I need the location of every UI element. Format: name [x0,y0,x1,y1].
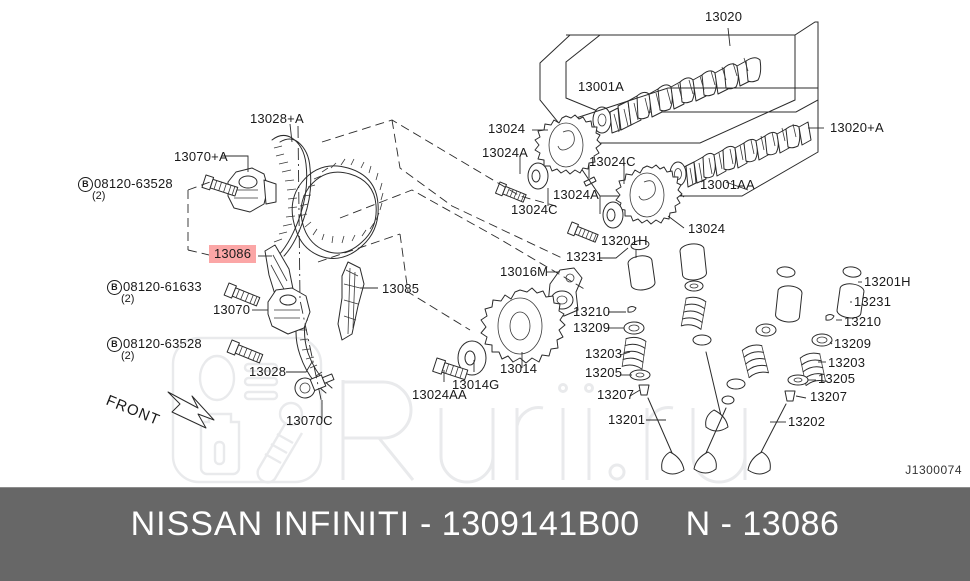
footer-separator-dash: - [420,505,432,543]
label-13203-right: 13203 [828,355,866,370]
label-13201H-right: 13201H [864,274,911,289]
footer-code-number: 13086 [742,505,840,543]
label-13231-right: 13231 [854,294,892,309]
label-13016M: 13016M [500,264,549,279]
circled-b-icon: B [107,337,122,352]
label-13209-left: 13209 [573,320,611,335]
bolt-number-2: 08120-61633 [123,279,202,294]
label-13001A: 13001A [578,79,625,94]
footer-code-separator: - [720,505,733,543]
label-13201-left: 13201 [608,412,646,427]
footer-separator [0,487,970,488]
label-13020: 13020 [705,9,743,24]
label-13070C: 13070C [286,413,333,428]
label-13207-right: 13207 [810,389,848,404]
footer-code-prefix: N [685,505,711,543]
label-13209-right: 13209 [834,336,872,351]
diagram-canvas: .s{fill:none;stroke:#2b2b2b;stroke-width… [78,9,962,484]
label-13024-lower: 13024 [688,221,726,236]
label-13205-right: 13205 [818,371,856,386]
bolt-qty-3: (2) [121,350,135,362]
label-13202-right: 13202 [788,414,826,429]
bolt-number-1: 08120-63528 [94,176,173,191]
label-13024AA: 13024AA [412,387,467,402]
label-13024C-lower: 13024C [589,154,636,169]
label-13085: 13085 [382,281,420,296]
diagram-id: J1300074 [905,463,962,477]
label-13024A-upper: 13024A [482,145,529,160]
footer-part-number: 1309141B00 [441,505,640,543]
label-13014G: 13014G [452,377,500,392]
label-13001AA: 13001AA [700,177,755,192]
label-13210-left: 13210 [573,304,611,319]
bolt-number-3: 08120-63528 [123,336,202,351]
label-13205-left: 13205 [585,365,623,380]
circled-b-icon: B [78,177,93,192]
label-13028: 13028 [249,364,287,379]
label-13086-highlighted: 13086 [209,245,257,263]
label-13024C-upper: 13024C [511,202,558,217]
label-13024A-lower: 13024A [553,187,600,202]
footer-brand: NISSAN INFINITI [130,505,411,543]
label-13070: 13070 [213,302,251,317]
footer-bar: NISSAN INFINITI - 1309141B00 N - 13086 [0,487,970,581]
label-13020-plus-a: 13020+A [830,120,884,135]
label-13014: 13014 [500,361,538,376]
label-13210-right: 13210 [844,314,882,329]
label-13024-upper: 13024 [488,121,526,136]
label-13203-left: 13203 [585,346,623,361]
label-13231-left: 13231 [566,249,604,264]
footer-text: NISSAN INFINITI - 1309141B00 N - 13086 [0,505,970,544]
bolt-qty-2: (2) [121,293,135,305]
label-13207-left: 13207 [597,387,635,402]
bolt-qty-1: (2) [92,190,106,202]
diagram-line-art: .s{fill:none;stroke:#2b2b2b;stroke-width… [167,21,865,475]
label-13201H-left: 13201H [601,233,648,248]
circled-b-icon: B [107,280,122,295]
label-13028-plus-a: 13028+A [250,111,304,126]
label-13070-plus-a: 13070+A [174,149,228,164]
